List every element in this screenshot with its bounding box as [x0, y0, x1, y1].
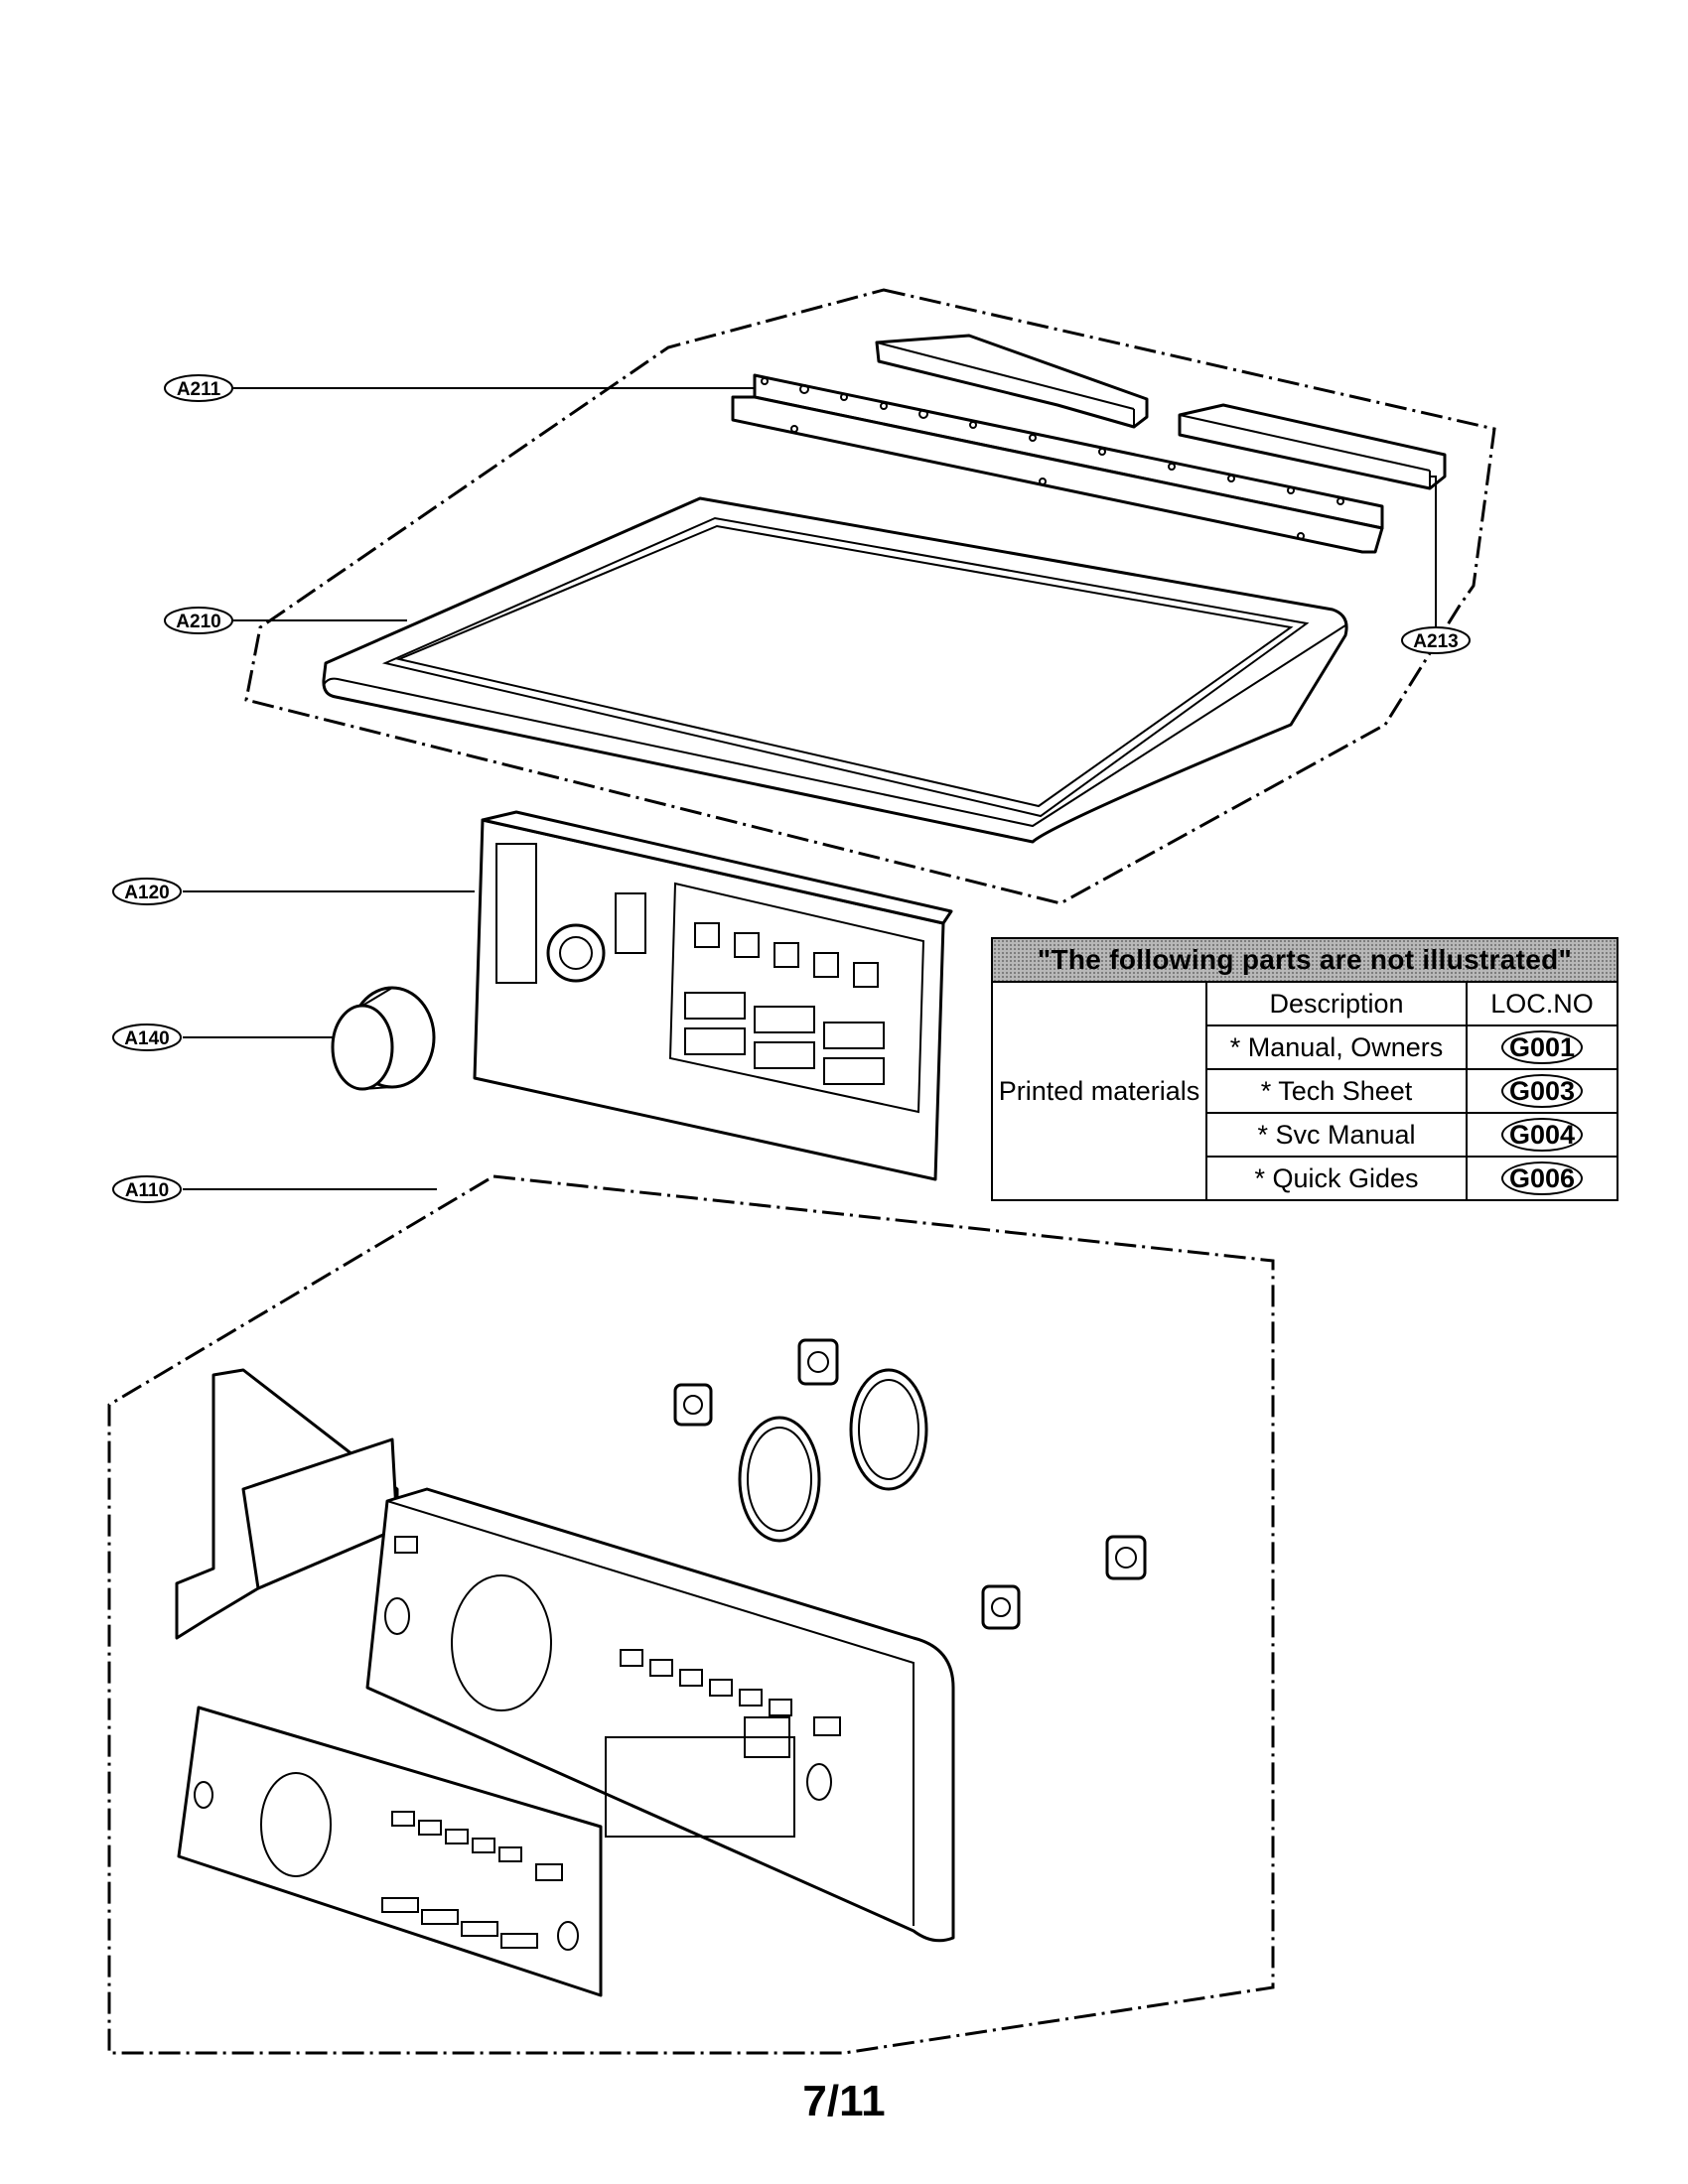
group-label: Printed materials [991, 981, 1207, 1201]
loc-number: G001 [1500, 1030, 1584, 1064]
svg-text:A140: A140 [124, 1028, 169, 1049]
table-row: * Tech Sheet G003 [992, 1068, 1618, 1114]
page-number: 7/11 [802, 2077, 886, 2125]
svg-text:A210: A210 [176, 612, 220, 632]
callout-a140: A140 [112, 1024, 333, 1051]
loc-number: G003 [1500, 1074, 1584, 1108]
top-assembly-boundary [244, 288, 1496, 905]
row-description: * Quick Gides [1205, 1156, 1468, 1201]
table-row: * Quick Gides G006 [992, 1156, 1618, 1201]
not-illustrated-parts-table: "The following parts are not illustrated… [991, 937, 1618, 1201]
row-description: * Tech Sheet [1205, 1068, 1468, 1114]
part-a140-knob [331, 986, 436, 1091]
part-a120-control-board [473, 810, 953, 1181]
callout-a211: A211 [164, 374, 755, 402]
part-a110-control-panel [175, 1338, 1147, 1997]
part-a211-rail [731, 373, 1384, 554]
loc-number: G006 [1500, 1161, 1584, 1195]
loc-number: G004 [1500, 1118, 1584, 1152]
svg-text:A211: A211 [177, 379, 221, 400]
callout-a120: A120 [112, 878, 475, 905]
part-a213-bracket-right [1178, 403, 1447, 490]
button-caps [673, 1338, 1147, 1630]
header-description: Description [1205, 981, 1468, 1026]
control-panel-assembly-boundary [107, 1174, 1275, 2055]
table-row: * Manual, Owners G001 [992, 1024, 1618, 1070]
callout-a110: A110 [112, 1175, 437, 1203]
svg-text:A213: A213 [1413, 631, 1458, 652]
part-a213-bracket-left [875, 334, 1149, 429]
row-description: * Svc Manual [1205, 1112, 1468, 1158]
svg-text:A110: A110 [125, 1180, 169, 1201]
callout-a210: A210 [164, 607, 407, 634]
callout-a213: A213 [1401, 476, 1471, 654]
header-loc: LOC.NO [1466, 981, 1618, 1026]
row-description: * Manual, Owners [1205, 1024, 1468, 1070]
table-title: "The following parts are not illustrated… [991, 937, 1618, 983]
part-a210-top-panel [322, 496, 1348, 844]
table-row: * Svc Manual G004 [992, 1112, 1618, 1158]
svg-text:A120: A120 [124, 883, 169, 903]
